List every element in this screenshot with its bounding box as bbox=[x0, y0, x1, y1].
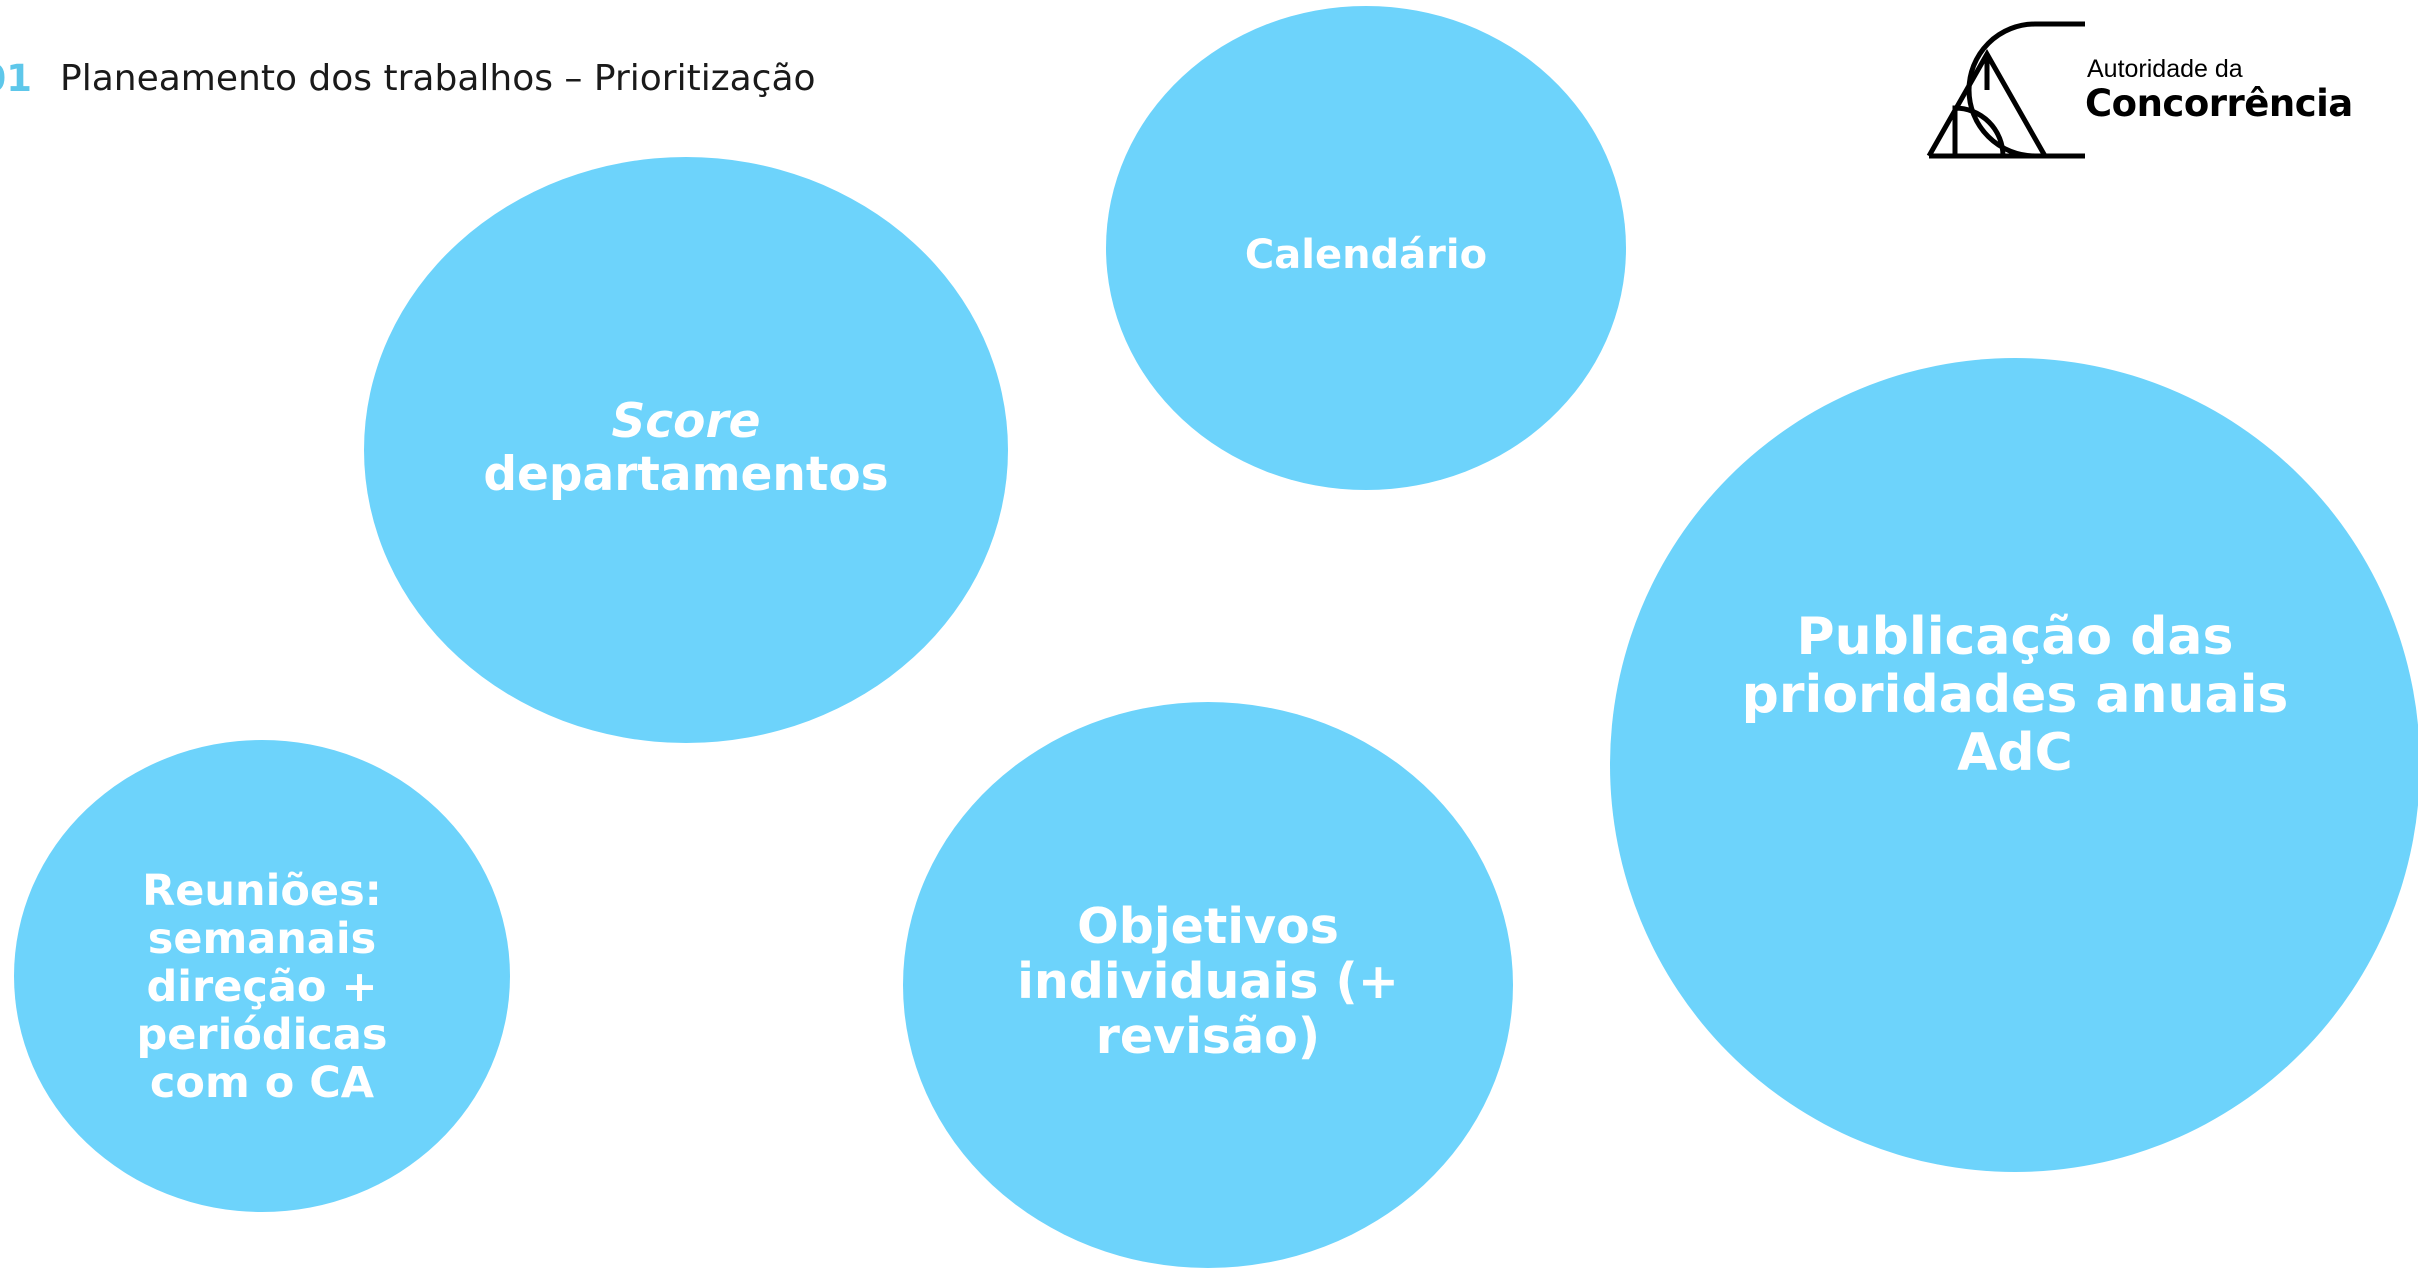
bubble-objetivos-individuais: Objetivos individuais (+ revisão) bbox=[903, 702, 1513, 1268]
bubble-calendario: Calendário bbox=[1106, 6, 1626, 490]
bubble-reunioes-line2: semanais bbox=[147, 913, 377, 964]
bubble-reunioes-label: Reuniões: semanais direção + periódicas … bbox=[136, 867, 387, 1108]
adc-logo-mark-icon bbox=[1926, 21, 2085, 159]
bubble-reunioes-line1: Reuniões: bbox=[142, 865, 382, 916]
bubble-reunioes-line5: com o CA bbox=[149, 1058, 375, 1109]
bubble-publicacao-prioridades: Publicação das prioridades anuais AdC bbox=[1610, 358, 2418, 1172]
bubble-publicacao-line3: AdC bbox=[1957, 723, 2073, 784]
logo-line2: Concorrência bbox=[2085, 82, 2353, 125]
bubble-calendario-label: Calendário bbox=[1244, 231, 1488, 278]
bubble-objetivos-label: Objetivos individuais (+ revisão) bbox=[1017, 898, 1399, 1065]
bubble-objetivos-line2: individuais (+ bbox=[1017, 953, 1399, 1011]
logo-line1: Autoridade da bbox=[2087, 55, 2243, 83]
adc-logo: Autoridade da Concorrência bbox=[1925, 20, 2353, 160]
bubble-publicacao-line2: prioridades anuais bbox=[1741, 664, 2289, 725]
bubble-publicacao-line1: Publicação das bbox=[1796, 606, 2234, 667]
bubble-reunioes-line4: periódicas bbox=[136, 1010, 388, 1061]
bubble-reunioes-line3: direção + bbox=[146, 961, 378, 1012]
slide-number: 01 bbox=[0, 56, 32, 100]
bubble-objetivos-line3: revisão) bbox=[1095, 1007, 1321, 1065]
bubble-score-label: Score departamentos bbox=[483, 396, 888, 501]
bubble-score-line1: Score bbox=[611, 394, 761, 450]
slide-title: Planeamento dos trabalhos – Prioritizaçã… bbox=[60, 57, 816, 99]
bubble-objetivos-line1: Objetivos bbox=[1077, 898, 1339, 956]
bubble-reunioes: Reuniões: semanais direção + periódicas … bbox=[14, 740, 510, 1212]
slide-header: 01 Planeamento dos trabalhos – Prioritiz… bbox=[0, 48, 816, 108]
bubble-score-line2: departamentos bbox=[483, 447, 889, 502]
bubble-publicacao-label: Publicação das prioridades anuais AdC bbox=[1742, 608, 2289, 783]
bubble-score-departamentos: Score departamentos bbox=[364, 157, 1008, 743]
